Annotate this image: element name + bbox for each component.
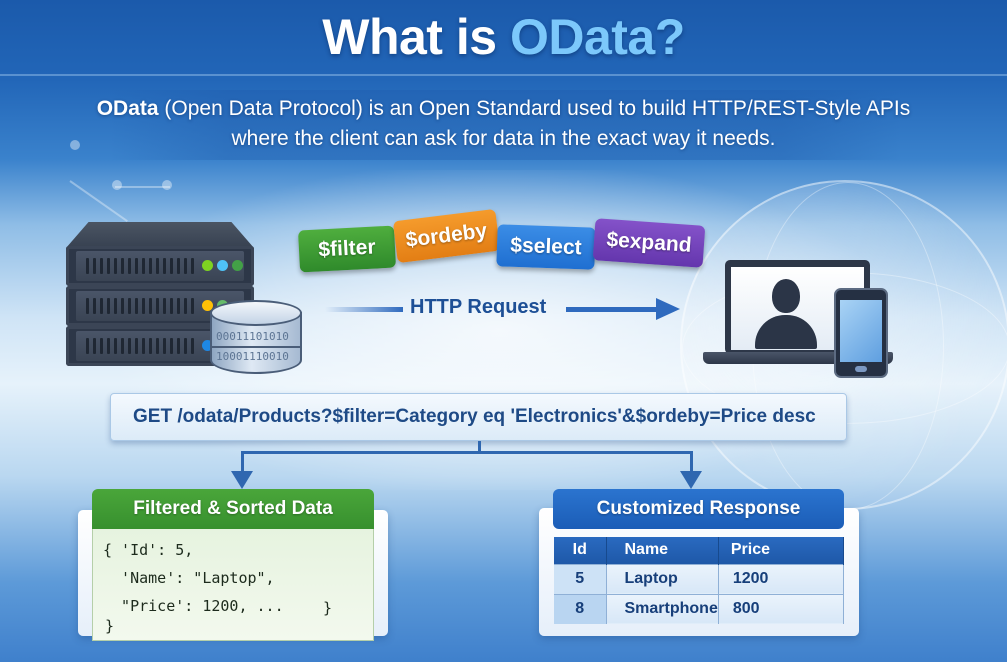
query-option-select: $select (496, 224, 596, 270)
table-row: 5 Laptop 1200 (554, 563, 845, 594)
response-card-header: Customized Response (553, 489, 844, 529)
code-line: "Price': 1200, ... (103, 597, 284, 615)
database-bits: 00011101010 (216, 330, 289, 343)
smartphone-icon (834, 288, 888, 378)
code-line: } (105, 617, 115, 635)
connector-line (478, 441, 481, 453)
cell-price: 1200 (718, 563, 845, 594)
http-request-label: HTTP Request (410, 296, 547, 318)
column-header-name: Name (606, 537, 719, 564)
table-header-row: Id Name Price (554, 537, 845, 564)
code-line: { 'Id': 5, (103, 541, 194, 559)
user-avatar-body (755, 315, 817, 349)
user-avatar-icon (772, 279, 800, 313)
network-node (70, 140, 80, 150)
title-highlight: OData? (509, 9, 685, 65)
subtitle-bold-term: OData (96, 97, 159, 120)
connector-line (241, 451, 693, 454)
cell-id: 5 (554, 563, 607, 594)
connector-line (690, 451, 693, 473)
connector-line (241, 451, 244, 473)
title-prefix: What is (322, 9, 510, 65)
cell-name: Smartphone (606, 593, 719, 624)
column-header-id: Id (554, 537, 607, 564)
arrow-down-icon (231, 471, 253, 489)
server-top (66, 222, 254, 248)
status-led (202, 340, 213, 351)
arrow-right-icon (656, 298, 680, 320)
status-led (217, 260, 228, 271)
code-line: } (323, 599, 333, 617)
table-row: 8 Smartphone 800 (554, 593, 845, 624)
network-node (162, 180, 172, 190)
subtitle-line-1-text: (Open Data Protocol) is an Open Standard… (158, 97, 911, 120)
subtitle-band (110, 90, 900, 160)
network-line (115, 186, 170, 188)
database-icon: 00011101010 10001110010 (210, 300, 302, 380)
query-option-filter: $filter (297, 225, 397, 273)
page-title: What is OData? (0, 8, 1007, 66)
response-table: Id Name Price 5 Laptop 1200 8 Smartphone… (554, 537, 845, 624)
database-bits: 10001110010 (216, 350, 289, 363)
subtitle-line-1: OData (Open Data Protocol) is an Open St… (0, 94, 1007, 124)
cell-price: 800 (718, 593, 845, 624)
query-option-expand: $expand (592, 218, 706, 268)
arrow-down-icon (680, 471, 702, 489)
filtered-card-header: Filtered & Sorted Data (92, 489, 374, 529)
status-led (232, 260, 243, 271)
subtitle-line-2: where the client can ask for data in the… (231, 127, 776, 150)
code-line: 'Name': "Laptop", (103, 569, 275, 587)
subtitle: OData (Open Data Protocol) is an Open St… (0, 94, 1007, 154)
http-arrow-line (566, 307, 660, 312)
network-node (112, 180, 122, 190)
status-led (202, 300, 213, 311)
cell-id: 8 (554, 593, 607, 624)
server-unit (66, 286, 254, 326)
filtered-card-code: { 'Id': 5, 'Name': "Laptop", "Price': 12… (92, 529, 374, 641)
http-arrow-line (325, 307, 403, 312)
title-band (0, 0, 1007, 76)
request-url: GET /odata/Products?$filter=Category eq … (133, 406, 816, 427)
server-unit (66, 246, 254, 286)
status-led (202, 260, 213, 271)
cell-name: Laptop (606, 563, 719, 594)
request-url-box: GET /odata/Products?$filter=Category eq … (110, 393, 847, 441)
column-header-price: Price (718, 537, 845, 564)
